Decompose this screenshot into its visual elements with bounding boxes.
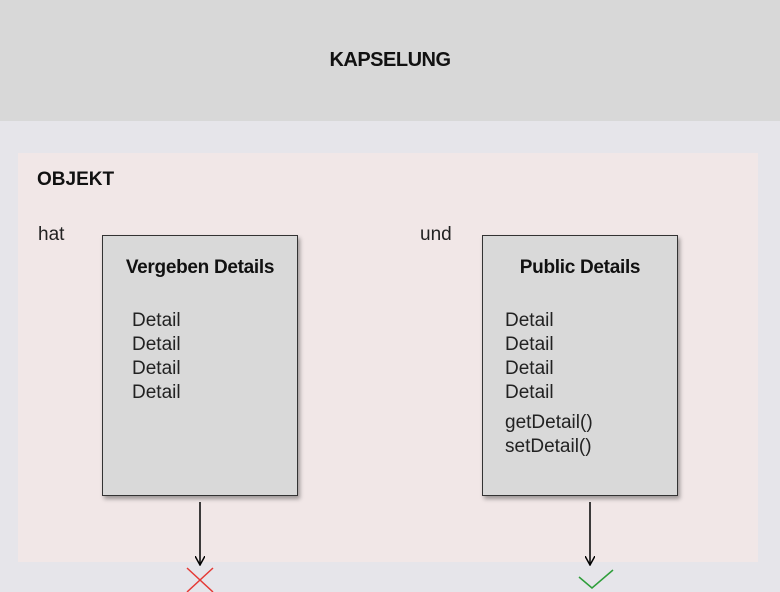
- private-detail-item: Detail: [132, 382, 181, 403]
- public-method-set: setDetail(): [505, 436, 592, 457]
- cross-icon: [186, 567, 214, 592]
- public-detail-item: Detail: [505, 358, 554, 379]
- public-detail-item: Detail: [505, 334, 554, 355]
- public-detail-item: Detail: [505, 382, 554, 403]
- public-details-box: Public Details Detail Detail Detail Deta…: [482, 235, 678, 496]
- header-bar: [0, 0, 780, 121]
- public-details-title: Public Details: [519, 257, 641, 278]
- private-details-title: Vergeben Details: [125, 257, 275, 278]
- connector-label-und: und: [420, 224, 452, 245]
- private-detail-item: Detail: [132, 310, 181, 331]
- private-detail-item: Detail: [132, 334, 181, 355]
- check-icon: [578, 569, 614, 589]
- page-title: KAPSELUNG: [329, 49, 451, 71]
- public-detail-item: Detail: [505, 310, 554, 331]
- object-title: OBJEKT: [37, 169, 115, 190]
- public-method-get: getDetail(): [505, 412, 593, 433]
- private-details-box: Vergeben Details Detail Detail Detail De…: [102, 235, 298, 496]
- connector-label-hat: hat: [38, 224, 65, 245]
- private-detail-item: Detail: [132, 358, 181, 379]
